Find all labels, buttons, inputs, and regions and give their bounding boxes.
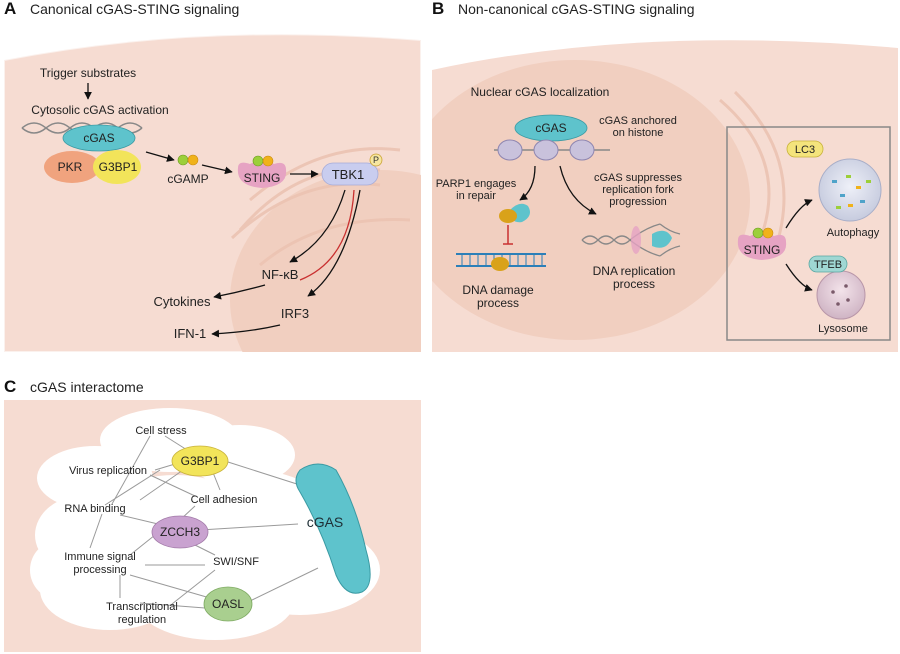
- node-swi-snf: SWI/SNF: [213, 556, 259, 568]
- suppress-line-3: progression: [609, 196, 666, 208]
- lysosome-label: Lysosome: [818, 323, 868, 335]
- parp-line-1: PARP1 engages: [436, 178, 517, 190]
- inhibit-line-a: [299, 189, 355, 281]
- panel-a-title: Canonical cGAS-STING signaling: [30, 1, 239, 17]
- lysosome-shape: [816, 270, 866, 320]
- damage-line-2: process: [477, 296, 519, 310]
- node-virus-replication: Virus replication: [69, 465, 147, 477]
- parp1-complex: [499, 203, 530, 223]
- node-immune-line-1: Immune signal: [64, 551, 136, 563]
- replication-line-1: DNA replication: [593, 264, 676, 278]
- tfeb-shape: [808, 255, 848, 273]
- cgas-a-label: cGAS: [83, 131, 114, 145]
- panel-b-title: Non-canonical cGAS-STING signaling: [458, 1, 695, 17]
- node-cell-adhesion: Cell adhesion: [191, 494, 258, 506]
- node-zcch3: [151, 515, 209, 549]
- node-oasl-label: OASL: [212, 597, 244, 611]
- panel-a: A Canonical cGAS-STING signaling Trigger…: [4, 0, 421, 352]
- g3bp1-a-shape: [93, 150, 141, 184]
- node-zcch3-label: ZCCH3: [160, 525, 200, 539]
- nucleus-a: [230, 170, 421, 352]
- activation-label: Cytosolic cGAS activation: [31, 103, 168, 117]
- dna-ladder: [456, 253, 546, 271]
- parp-line-2: in repair: [456, 190, 496, 202]
- cytokines-label: Cytokines: [153, 294, 211, 309]
- autophagy-contents: [832, 175, 871, 209]
- node-immune-line-2: processing: [73, 564, 126, 576]
- cgamp-dot-2: [187, 154, 199, 166]
- lc3-label: LC3: [795, 144, 815, 156]
- panel-c-title: cGAS interactome: [30, 379, 144, 395]
- anchored-line-1: cGAS anchored: [599, 115, 677, 127]
- node-cgas: [295, 463, 371, 594]
- cgas-b-label: cGAS: [535, 121, 566, 135]
- lc3-shape: [786, 140, 824, 158]
- irf3-label: IRF3: [281, 306, 309, 321]
- tbk1-shape: [321, 162, 379, 186]
- node-trans-line-2: regulation: [118, 614, 166, 626]
- ifn-label: IFN-1: [174, 326, 207, 341]
- cgamp-dot-1: [177, 154, 189, 166]
- panel-b-letter: B: [432, 0, 444, 18]
- nuclear-label: Nuclear cGAS localization: [471, 85, 610, 99]
- trigger-label: Trigger substrates: [40, 66, 136, 80]
- suppress-line-1: cGAS suppresses: [594, 172, 683, 184]
- sting-box: [726, 126, 891, 341]
- tbk1-label: TBK1: [332, 167, 365, 182]
- panel-a-letter: A: [4, 0, 16, 18]
- node-g3bp1: [171, 445, 229, 477]
- node-trans-line-1: Transcriptional: [106, 601, 178, 613]
- anchored-line-2: on histone: [613, 127, 664, 139]
- sting-a: [237, 155, 287, 188]
- autophagosome: [818, 158, 882, 222]
- suppress-line-2: replication fork: [602, 184, 674, 196]
- autophagy-label: Autophagy: [827, 227, 880, 239]
- pkr-label: PKR: [58, 160, 83, 174]
- panel-c: C cGAS interactome: [4, 377, 421, 652]
- cgas-a: [62, 124, 136, 152]
- sting-b-label: STING: [744, 243, 781, 257]
- nfkb-label: NF-κB: [262, 267, 299, 282]
- nucleus-b: [432, 60, 750, 340]
- phospho-label: P: [373, 155, 379, 165]
- replication-line-2: process: [613, 277, 655, 291]
- panel-b: B Non-canonical cGAS-STING signaling Nuc…: [432, 0, 898, 352]
- g3bp1-a-label: G3BP1: [99, 160, 138, 174]
- sting-a-label: STING: [244, 171, 281, 185]
- cgamp-label: cGAMP: [167, 172, 208, 186]
- node-g3bp1-label: G3BP1: [181, 454, 220, 468]
- damage-line-1: DNA damage: [462, 283, 534, 297]
- node-cell-stress: Cell stress: [135, 425, 187, 437]
- nucleosomes: [494, 139, 610, 161]
- node-oasl: [203, 586, 253, 622]
- node-rna-binding: RNA binding: [64, 503, 125, 515]
- pkr-shape: [44, 151, 100, 183]
- phospho-badge: [369, 153, 383, 167]
- panel-c-letter: C: [4, 377, 16, 396]
- sting-b: [737, 227, 787, 260]
- node-cgas-label: cGAS: [307, 514, 344, 530]
- tfeb-label: TFEB: [814, 259, 842, 271]
